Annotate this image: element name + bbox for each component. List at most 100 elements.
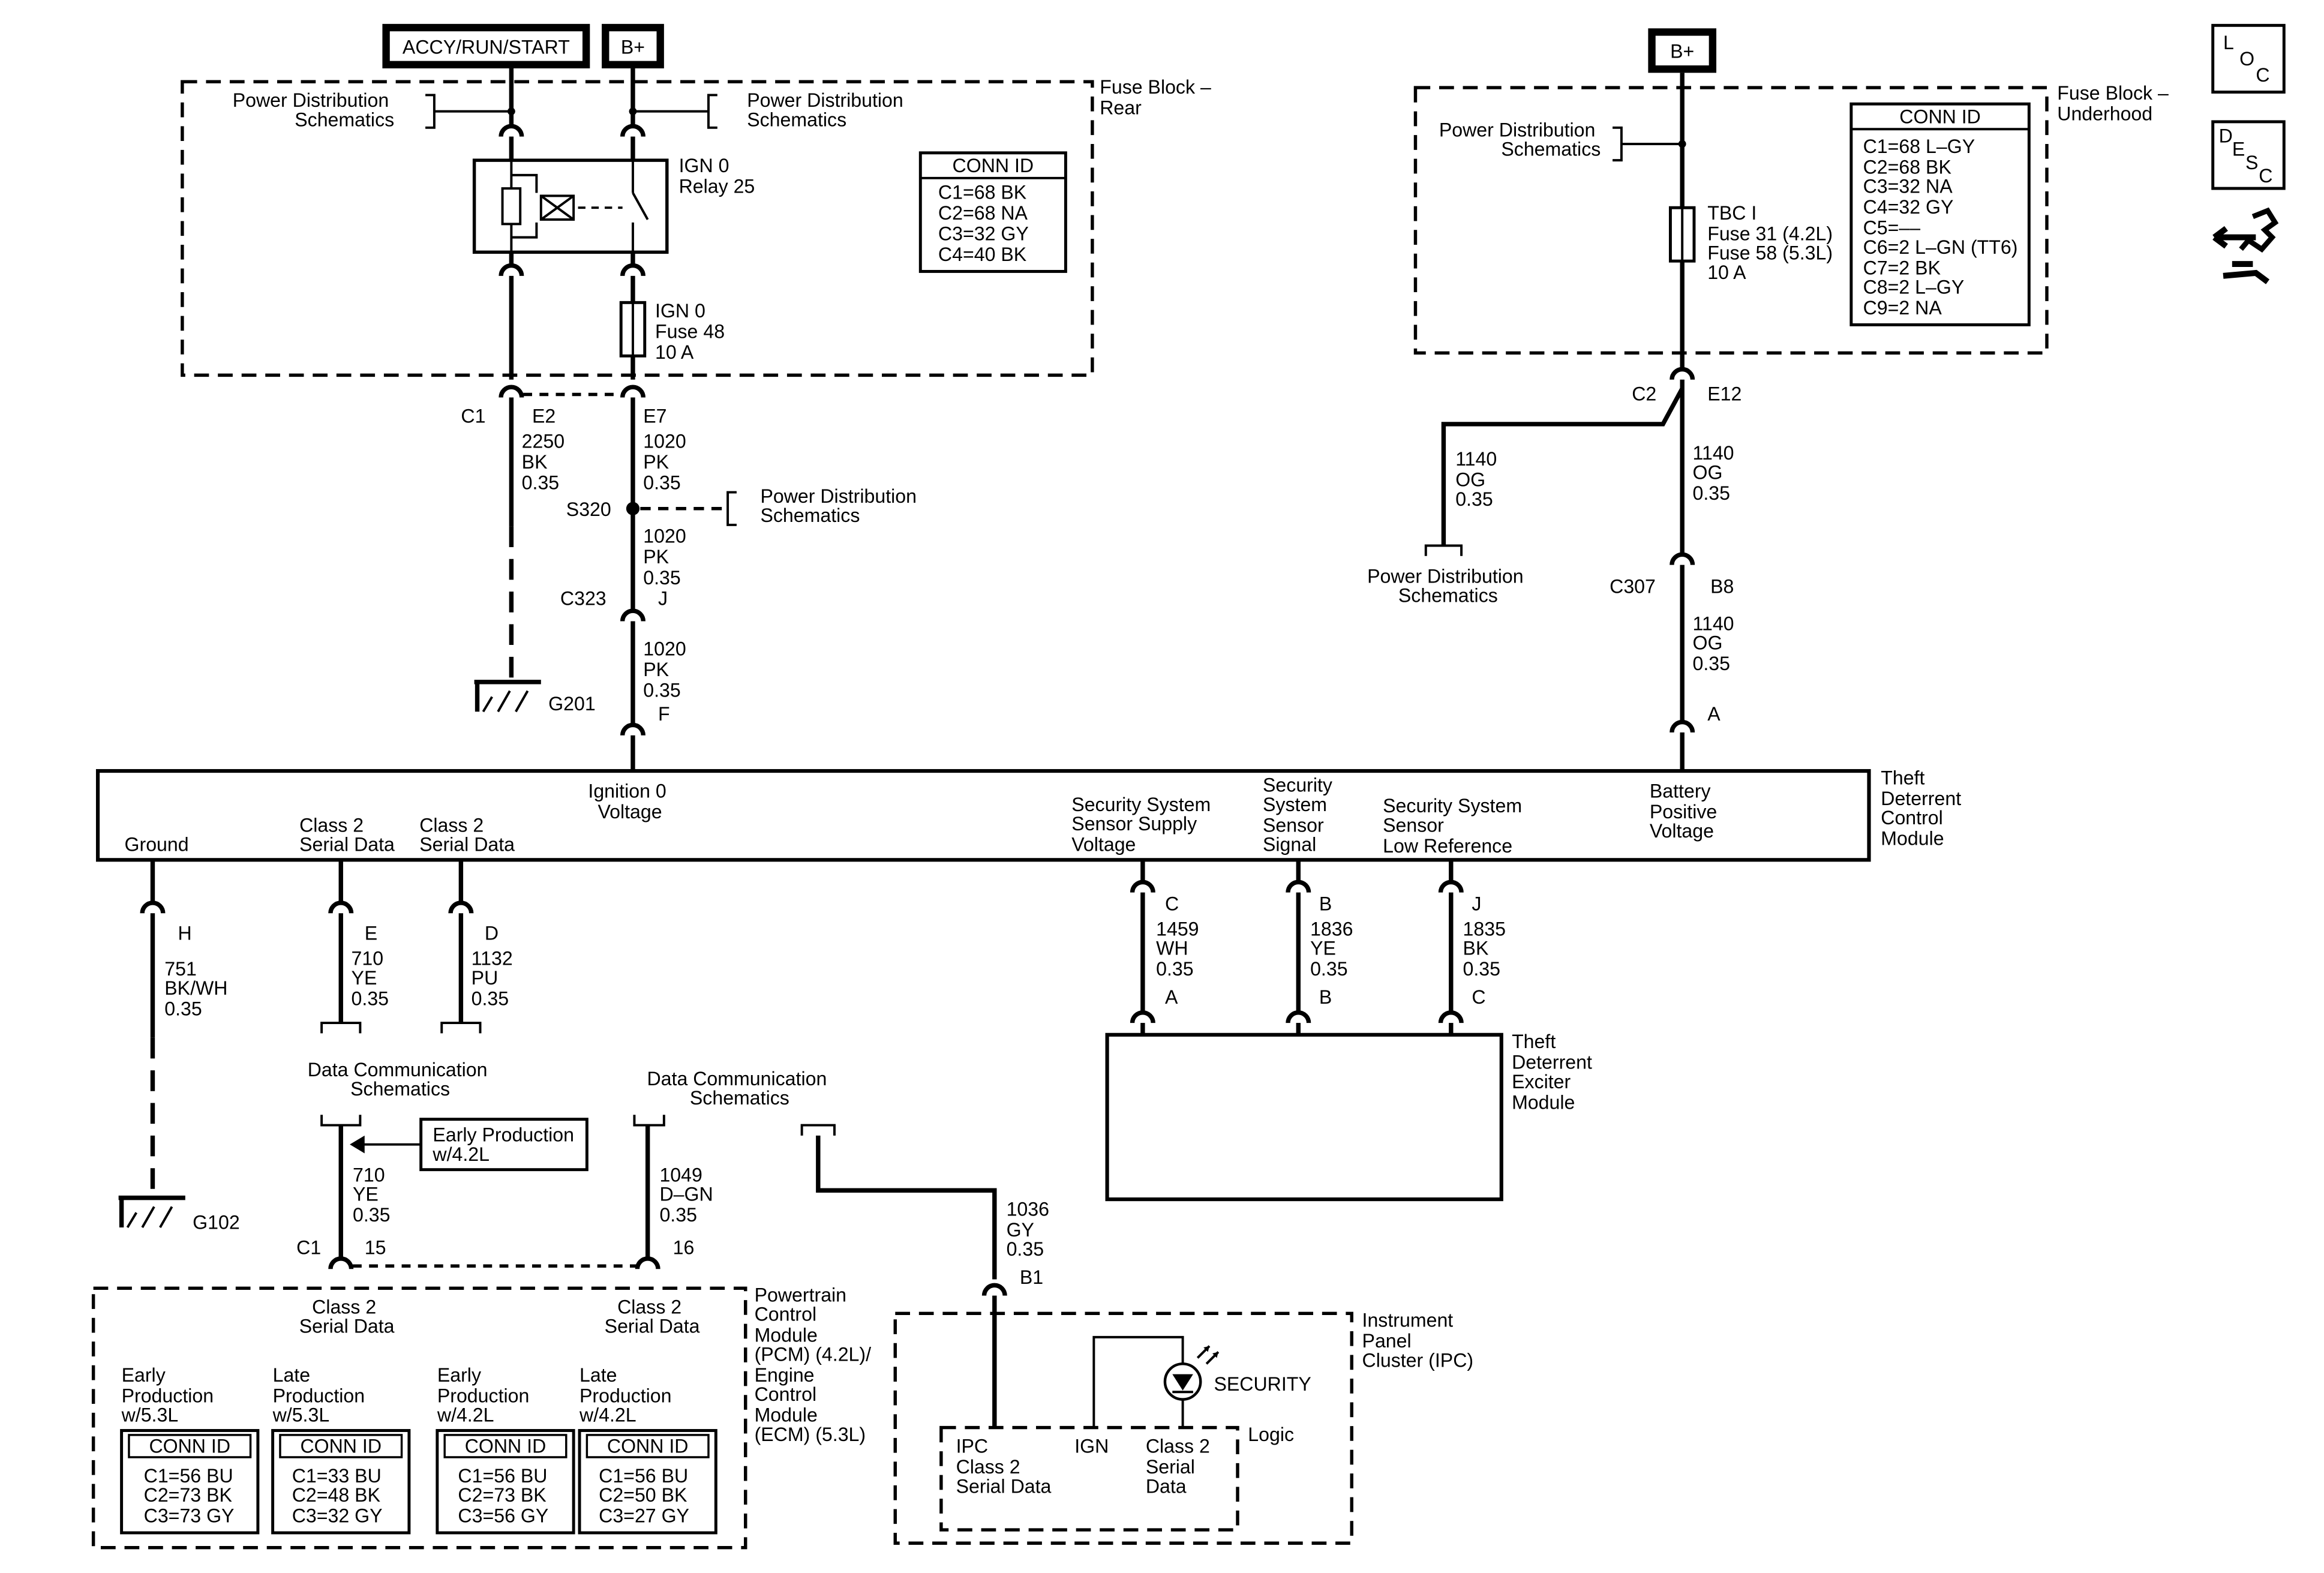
tdcm-class2-e-label: Class 2 Serial Data [299,814,395,855]
ground-g102-symbol [118,1195,185,1229]
pin-h-label: H [178,923,191,944]
svg-text:C4=40 BK: C4=40 BK [938,244,1027,265]
pin-ex-c-label: C [1472,986,1485,1008]
wrench-icon[interactable] [2212,207,2279,284]
conn-c323-label: C323 [560,587,606,609]
svg-text:CONN ID: CONN ID [465,1436,547,1457]
conn-c2-label: C2 [1632,383,1656,404]
fuse-block-rear-title: Fuse Block – Rear [1100,76,1217,119]
svg-text:C1=68 BK: C1=68 BK [938,181,1027,203]
b-plus-right-source: B+ [1648,28,1717,73]
b-plus-right-label: B+ [1670,41,1694,62]
wire-751-label: 751 BK/WH 0.35 [164,958,233,1020]
pin-b-label: B [1319,893,1332,914]
wire-1020c-label: 1020 PK 0.35 [643,638,691,701]
theft-deterrent-control-module [95,769,1871,862]
tdcm-ground-label: Ground [125,833,189,855]
pds-left-label: Power Distribution Schematics [233,89,394,130]
conn-c1b-label: C1 [296,1236,321,1258]
svg-text:C: C [2259,165,2272,187]
conn-c1-label: C1 [461,405,485,427]
ign0-relay [472,158,669,254]
relay-label: IGN 0 Relay 25 [679,155,755,197]
wire-710b-label: 710 YE 0.35 [353,1164,390,1226]
pcm-class2-16-label: Class 2 Serial Data [605,1296,700,1337]
tdcm-class2-d-label: Class 2 Serial Data [419,814,515,855]
pin-j-label: J [658,587,668,609]
svg-text:C3=32 NA: C3=32 NA [1863,175,1953,197]
ipc-class2-serial-label: Class 2 Serial Data [1146,1436,1215,1497]
conn-id-table-rear: CONN ID C1=68 BK C2=68 NA C3=32 GY C4=40… [918,151,1067,273]
pds-underhood-label: Power Distribution Schematics [1439,119,1601,160]
wire-1049-label: 1049 D–GN 0.35 [659,1164,718,1226]
b-plus-left-source: B+ [602,23,664,68]
splice-s320-label: S320 [566,499,611,520]
svg-text:S: S [2245,152,2258,173]
tdcm-sss-lowref-label: Security System Sensor Low Reference [1383,795,1527,857]
ipc-logic-boundary [939,1425,1239,1532]
early-production-note [419,1118,588,1172]
svg-text:C8=2 L–GY: C8=2 L–GY [1863,277,1965,298]
pin-j2-label: J [1472,893,1481,914]
pin-e7-label: E7 [643,405,666,427]
dcs-left-label: Data Communication Schematics [308,1059,493,1100]
tdcm-sss-supply-label: Security System Sensor Supply Voltage [1071,794,1216,855]
ipc-boundary [893,1311,1353,1545]
wire-1036-label: 1036 GY 0.35 [1007,1198,1055,1260]
svg-text:C5=––: C5=–– [1863,217,1921,239]
pcm-class2-15-label: Class 2 Serial Data [299,1296,395,1337]
conn-c307-label: C307 [1610,576,1656,598]
svg-text:C2=68 BK: C2=68 BK [1863,156,1952,178]
ipc-logic-label: Logic [1248,1424,1294,1445]
conn-id-table-underhood: CONN ID C1=68 L–GY C2=68 BK C3=32 NA C4=… [1849,102,2031,326]
wire-1140c-label: 1140 OG 0.35 [1692,613,1739,674]
svg-text:C2=68 NA: C2=68 NA [938,202,1028,224]
pin-f-label: F [658,703,670,725]
svg-text:CONN ID: CONN ID [300,1436,382,1457]
tbc-fuse-label: TBC I Fuse 31 (4.2L) Fuse 58 (5.3L) 10 A [1707,202,1838,283]
svg-text:C1=68 L–GY: C1=68 L–GY [1863,136,1975,157]
wire-1132-label: 1132 PU 0.35 [472,948,518,1010]
svg-text:CONN ID: CONN ID [149,1436,230,1457]
pds-c2-label: Power Distribution Schematics [1367,565,1529,606]
ipc-ign-label: IGN [1074,1436,1109,1457]
svg-text:C: C [2256,64,2269,86]
svg-text:L: L [2223,32,2234,53]
dcs-right-label: Data Communication Schematics [647,1068,832,1109]
svg-text:CONN ID: CONN ID [953,155,1034,176]
tdcm-title: Theft Deterrent Control Module [1881,767,1966,849]
pin-ex-b-label: B [1319,986,1332,1008]
ipc-title: Instrument Panel Cluster (IPC) [1362,1310,1474,1371]
svg-text:O: O [2239,48,2254,70]
fuse-block-underhood-boundary [1413,86,2049,355]
accy-run-start-source: ACCY/RUN/START [382,23,590,68]
wire-1020a-label: 1020 PK 0.35 [643,430,691,493]
wire-1140b-label: 1140 OG 0.35 [1692,442,1739,504]
desc-icon[interactable]: D E S C [2211,120,2286,190]
svg-text:C7=2 BK: C7=2 BK [1863,257,1941,278]
pin-b8-label: B8 [1710,576,1734,598]
pcm-ecm-boundary [91,1286,747,1550]
fuse-block-underhood-title: Fuse Block – Underhood [2057,82,2174,125]
wire-2250-label: 2250 BK 0.35 [522,430,570,493]
ipc-class2-label: IPC Class 2 Serial Data [956,1436,1052,1497]
b-plus-left-label: B+ [621,36,645,58]
fuse-block-rear-boundary [181,80,1094,377]
svg-text:C9=2 NA: C9=2 NA [1863,297,1942,319]
wire-1020b-label: 1020 PK 0.35 [643,526,691,589]
loc-icon[interactable]: L O C [2211,23,2286,94]
pin-b1-label: B1 [1020,1266,1043,1288]
pin-e2-label: E2 [532,405,556,427]
wire-1140a-label: 1140 OG 0.35 [1455,448,1502,510]
pin-ex-a-label: A [1165,986,1178,1008]
security-label: SECURITY [1214,1373,1311,1395]
pin-16-label: 16 [673,1236,695,1258]
